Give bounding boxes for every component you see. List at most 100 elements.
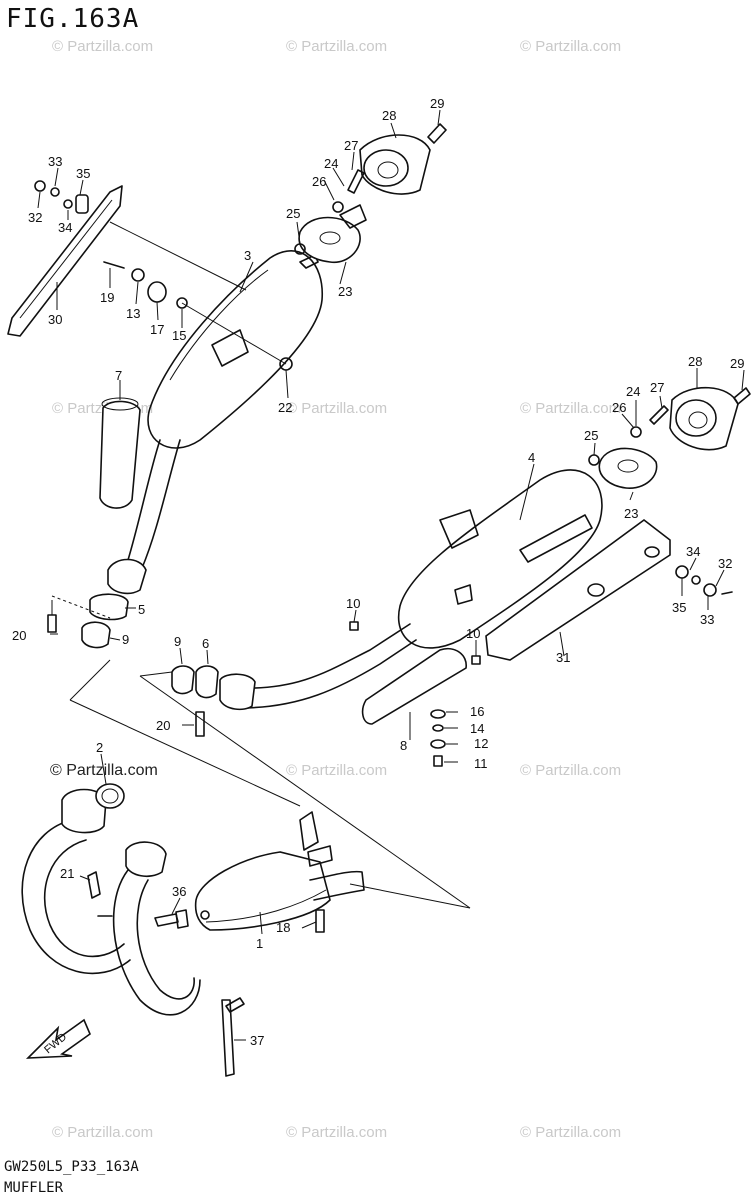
end-cap-23 (298, 204, 367, 263)
lower-connecting-pipe (219, 623, 417, 711)
watermark: © Partzilla.com (286, 762, 388, 779)
figure-title: FIG.163A (6, 4, 140, 34)
callout-30: 30 (48, 312, 62, 327)
upper-muffler-3 (147, 250, 323, 449)
watermark: © Partzilla.com (52, 38, 154, 55)
watermark: © Partzilla.com (520, 38, 622, 55)
gasket-9-middle (171, 665, 195, 695)
callout-18: 18 (276, 920, 290, 935)
nut-25-lower (588, 454, 600, 466)
callout-34-upper: 34 (58, 220, 72, 235)
callout-27-lower: 27 (650, 380, 664, 395)
bolt-27 (347, 169, 365, 194)
callout-8: 8 (400, 738, 407, 753)
callout-36: 36 (172, 884, 186, 899)
callout-7: 7 (115, 368, 122, 383)
callout-15: 15 (172, 328, 186, 343)
callout-5: 5 (138, 602, 145, 617)
callout-34-lower: 34 (686, 544, 700, 559)
upper-connecting-pipe (107, 439, 181, 595)
callout-2: 2 (96, 740, 103, 755)
callout-13: 13 (126, 306, 140, 321)
sensor-36 (154, 909, 189, 929)
callout-23-upper: 23 (338, 284, 352, 299)
rod-stub (97, 910, 210, 920)
rubber-mount-stack (430, 709, 446, 767)
callout-24-upper: 24 (324, 156, 338, 171)
callout-10-right: 10 (466, 626, 480, 641)
forward-direction-arrow: FWD (25, 1018, 91, 1059)
washer-26 (332, 201, 344, 213)
bracket-hardware-lower (675, 565, 733, 597)
callout-29-lower: 29 (730, 356, 744, 371)
callout-24-lower: 24 (626, 384, 640, 399)
callout-20-middle: 20 (156, 718, 170, 733)
bolt-27-lower (649, 405, 669, 425)
callout-9-middle: 9 (174, 634, 181, 649)
clamp-5 (89, 593, 129, 621)
watermark: © Partzilla.com (52, 1124, 154, 1141)
callout-31: 31 (556, 650, 570, 665)
callout-labels: 1 2 3 4 5 6 7 8 9 9 10 10 11 12 13 14 15… (12, 96, 744, 1048)
washer-26-lower (630, 426, 642, 438)
callout-35-lower: 35 (672, 600, 686, 615)
section-name: MUFFLER (4, 1180, 64, 1196)
end-cap-23-lower (598, 447, 658, 489)
tailpipe-cover-7 (99, 397, 141, 509)
tail-cover-28 (359, 134, 431, 195)
callout-1: 1 (256, 936, 263, 951)
callout-27-upper: 27 (344, 138, 358, 153)
callout-16: 16 (470, 704, 484, 719)
screw-29 (427, 123, 447, 144)
bolt-18 (315, 909, 325, 933)
callout-26-upper: 26 (312, 174, 326, 189)
callout-19: 19 (100, 290, 114, 305)
callout-6: 6 (202, 636, 209, 651)
guide-lines (51, 595, 471, 909)
callout-32-upper: 32 (28, 210, 42, 225)
gasket-9-left (81, 621, 111, 649)
cable-tie-37 (221, 997, 245, 1077)
callout-35-upper: 35 (76, 166, 90, 181)
callout-22: 22 (278, 400, 292, 415)
callout-4: 4 (528, 450, 535, 465)
callout-26-lower: 26 (612, 400, 626, 415)
bolt-20-middle (195, 711, 205, 737)
rubber-cover-8 (361, 648, 467, 725)
callout-14: 14 (470, 721, 484, 736)
gasket-2 (95, 783, 125, 809)
callout-21: 21 (60, 866, 74, 881)
callout-28-upper: 28 (382, 108, 396, 123)
callout-11: 11 (474, 756, 488, 771)
callout-23-lower: 23 (624, 506, 638, 521)
callout-28-lower: 28 (688, 354, 702, 369)
bracket-hardware-upper (34, 180, 293, 371)
callout-3: 3 (244, 248, 251, 263)
watermark: © Partzilla.com (520, 762, 622, 779)
callout-12: 12 (474, 736, 488, 751)
stud-bolt-21 (87, 871, 101, 899)
clamp-6 (195, 665, 219, 699)
callout-25-lower: 25 (584, 428, 598, 443)
screw-29-lower (733, 387, 751, 405)
leader-lines (37, 109, 745, 1041)
callout-20-left: 20 (12, 628, 26, 643)
watermark: © Partzilla.com (520, 400, 622, 417)
bolt-20-left (47, 600, 57, 633)
catalyst-chamber (194, 811, 365, 931)
callout-29-upper: 29 (430, 96, 444, 111)
callout-17: 17 (150, 322, 164, 337)
model-code: GW250L5_P33_163A (4, 1159, 139, 1175)
callout-32-lower: 32 (718, 556, 732, 571)
exhaust-pipe-1 (21, 788, 201, 1016)
callout-10-left: 10 (346, 596, 360, 611)
callout-33-lower: 33 (700, 612, 714, 627)
callout-33-upper: 33 (48, 154, 62, 169)
watermark: © Partzilla.com (286, 400, 388, 417)
callout-25-upper: 25 (286, 206, 300, 221)
tail-cover-28-lower (669, 386, 739, 451)
heat-shield-30 (7, 185, 247, 337)
callout-37: 37 (250, 1033, 264, 1048)
watermark: © Partzilla.com (520, 1124, 622, 1141)
